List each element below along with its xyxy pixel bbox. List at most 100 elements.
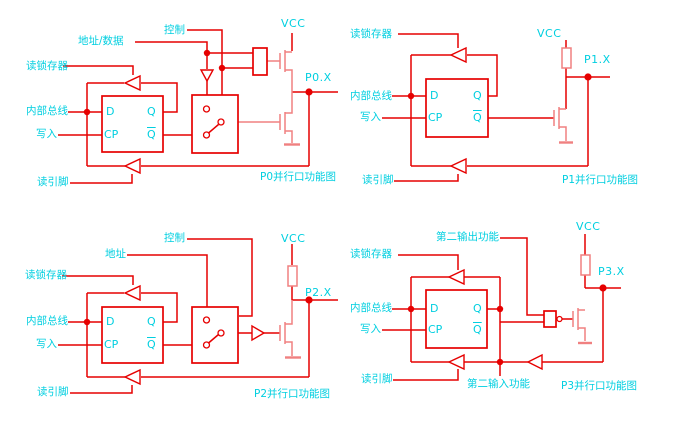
p2-ff-q-label: Q xyxy=(147,315,156,328)
p0-lower-mosfet-icon xyxy=(279,92,293,143)
p1-ff-d-label: D xyxy=(430,89,439,102)
p0-read-latch-buffer-icon xyxy=(123,74,141,92)
p3-junction-dot xyxy=(407,305,415,313)
p1-wires xyxy=(382,33,610,182)
p2-ff-qbar-label: Q xyxy=(147,338,156,351)
p2-read-latch-buffer-icon xyxy=(123,284,141,302)
p0-mux-bottom-contact xyxy=(202,131,211,139)
p0-output-gate-box xyxy=(252,47,268,76)
p0-latch-box xyxy=(101,95,164,153)
p2-mux-top-contact xyxy=(202,316,211,324)
p3-junction-dot xyxy=(496,305,504,313)
p1-circuit xyxy=(382,33,610,182)
p1-ff-cp-label: CP xyxy=(428,111,443,124)
p2-address-label: 地址 xyxy=(105,248,126,260)
p0-ff-cp-label: CP xyxy=(104,128,119,141)
p3-read-pin-buffer-icon xyxy=(447,353,465,371)
p0-mux-box xyxy=(191,94,239,154)
p1-pullup-resistor-icon xyxy=(561,47,572,69)
p2-pullup-resistor-icon xyxy=(287,265,298,287)
p2-pin-name-label: P2.X xyxy=(305,286,332,299)
p2-latch-box xyxy=(101,306,164,364)
p3-junction-dot xyxy=(496,358,504,366)
p1-pin-name-label: P1.X xyxy=(584,53,611,66)
p2-internal-bus-label: 内部总线 xyxy=(26,315,68,327)
p3-ff-qbar-label: Q xyxy=(473,323,482,336)
p0-control-label: 控制 xyxy=(164,24,185,36)
p0-ff-q-label: Q xyxy=(147,105,156,118)
p2-read-pin-buffer-icon xyxy=(123,368,141,386)
p3-internal-bus-label: 内部总线 xyxy=(350,302,392,314)
p0-mux-top-contact xyxy=(202,105,211,113)
p3-write-label: 写入 xyxy=(360,323,381,335)
p1-ff-q-label: Q xyxy=(473,89,482,102)
p3-ff-d-label: D xyxy=(430,302,439,315)
p0-circuit xyxy=(58,29,338,184)
p3-pullup-resistor-icon xyxy=(580,254,591,276)
p3-mosfet-icon xyxy=(572,308,586,341)
p3-read-latch-label: 读锁存器 xyxy=(350,248,392,260)
p0-vcc-label: VCC xyxy=(281,17,306,30)
p2-mux-bottom-contact xyxy=(202,341,211,349)
p0-junction-dot xyxy=(218,64,226,72)
p2-read-latch-label: 读锁存器 xyxy=(25,269,67,281)
p1-read-latch-label: 读锁存器 xyxy=(350,28,392,40)
p1-ff-qbar-label: Q xyxy=(473,111,482,124)
p0-pin-name-label: P0.X xyxy=(305,71,332,84)
p2-circuit xyxy=(58,238,338,394)
p2-write-label: 写入 xyxy=(36,338,57,350)
p0-write-label: 写入 xyxy=(36,128,57,140)
p3-caption: P3并行口功能图 xyxy=(561,380,638,392)
p1-internal-bus-label: 内部总线 xyxy=(350,90,392,102)
p3-read-latch-buffer-icon xyxy=(447,268,465,286)
p3-second-input-label: 第二输入功能 xyxy=(467,378,530,390)
p3-pin-node-dot xyxy=(599,284,607,292)
p2-caption: P2并行口功能图 xyxy=(254,388,331,400)
p3-nand-bubble xyxy=(556,315,563,323)
p0-pin-node-dot xyxy=(305,88,313,96)
p2-pin-node-dot xyxy=(305,296,313,304)
p1-read-pin-buffer-icon xyxy=(449,157,467,175)
p0-ff-qbar-label: Q xyxy=(147,128,156,141)
p0-mux-arm-contact xyxy=(217,118,225,126)
p3-vcc-label: VCC xyxy=(576,220,601,233)
p2-mux-arm-contact xyxy=(217,329,225,337)
p2-mosfet-icon xyxy=(279,300,293,356)
p0-junction-dot xyxy=(83,108,91,116)
p0-caption: P0并行口功能图 xyxy=(260,171,337,183)
p2-vcc-label: VCC xyxy=(281,232,306,245)
p2-ff-d-label: D xyxy=(106,315,115,328)
p0-internal-bus-label: 内部总线 xyxy=(26,105,68,117)
p0-address-data-label: 地址/数据 xyxy=(78,35,124,47)
p1-write-label: 写入 xyxy=(360,111,381,123)
p1-caption: P1并行口功能图 xyxy=(562,174,639,186)
p1-read-pin-label: 读引脚 xyxy=(362,174,394,186)
p1-junction-dot xyxy=(407,92,415,100)
p1-mosfet-icon xyxy=(553,107,567,141)
p2-driver-buffer-icon xyxy=(251,324,266,342)
p0-upper-mosfet-icon xyxy=(279,50,293,92)
p3-latch-box xyxy=(425,289,488,349)
p1-pin-node-dot xyxy=(584,73,592,81)
p3-circuit xyxy=(382,234,621,381)
p0-ff-d-label: D xyxy=(106,105,115,118)
p0-read-pin-label: 读引脚 xyxy=(37,176,69,188)
p1-vcc-label: VCC xyxy=(537,27,562,40)
p0-junction-dot xyxy=(203,49,211,57)
p3-pin-name-label: P3.X xyxy=(598,265,625,278)
p2-junction-dot xyxy=(83,318,91,326)
p0-mux-switch-arm xyxy=(208,123,219,134)
p2-ff-cp-label: CP xyxy=(104,338,119,351)
p3-read-pin-label: 读引脚 xyxy=(361,373,393,385)
p0-inverter-icon xyxy=(199,69,215,83)
p2-control-label: 控制 xyxy=(164,232,185,244)
p2-mux-box xyxy=(191,306,239,364)
p2-mux-switch-arm xyxy=(208,333,219,344)
p0-read-latch-label: 读锁存器 xyxy=(26,60,68,72)
p3-nand-gate-box xyxy=(543,310,557,328)
p3-ff-q-label: Q xyxy=(473,302,482,315)
p1-latch-box xyxy=(425,78,489,138)
p2-read-pin-label: 读引脚 xyxy=(37,386,69,398)
